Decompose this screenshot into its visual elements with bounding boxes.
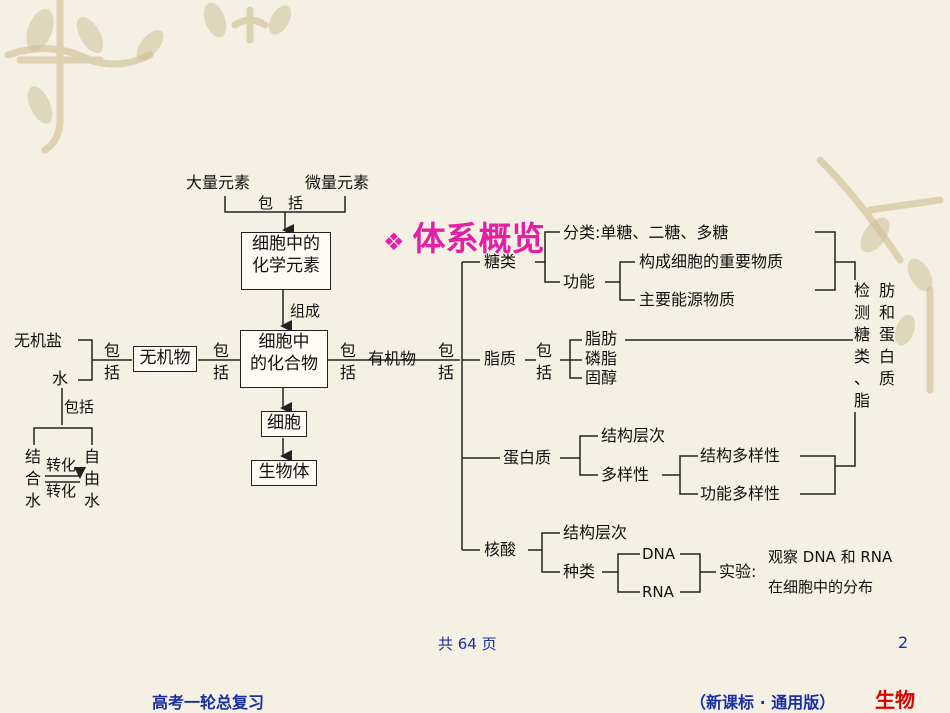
protein-structure-label: 结构层次 <box>601 426 666 445</box>
include-label-1: 包括 <box>103 340 121 384</box>
char: 、 <box>853 369 870 388</box>
page-number: 2 <box>898 633 909 652</box>
chemical-elements-box: 细胞中的 化学元素 <box>241 232 331 290</box>
protein-diversity-label: 多样性 <box>601 465 650 484</box>
nucleic-acid-label: 核酸 <box>484 540 517 559</box>
char: 水 <box>24 491 41 510</box>
lipid-item-sterol: 固醇 <box>585 368 618 387</box>
cell-box: 细胞 <box>261 411 307 437</box>
char: 蛋 <box>878 325 895 344</box>
char: 自 <box>83 447 100 466</box>
sugar-function-2: 主要能源物质 <box>639 290 736 309</box>
nucleic-structure-label: 结构层次 <box>563 523 628 542</box>
free-water-label: 自由水 <box>83 446 101 512</box>
box-line: 的化合物 <box>250 354 318 374</box>
sugar-label: 糖类 <box>484 252 517 271</box>
char: 括 <box>339 363 356 382</box>
char: 糖 <box>853 325 870 344</box>
char: 括 <box>437 363 454 382</box>
char: 包 <box>212 341 229 360</box>
char: 括 <box>103 363 120 382</box>
rna-label: RNA <box>642 583 674 601</box>
char: 包 <box>437 341 454 360</box>
sugar-function-1: 构成细胞的重要物质 <box>639 252 784 271</box>
experiment-text-2: 在细胞中的分布 <box>768 578 874 596</box>
char: 白 <box>878 347 895 366</box>
include-label-4: 包括 <box>437 340 455 384</box>
lipid-item-fat: 脂肪 <box>585 329 618 348</box>
char: 肪 <box>878 281 895 300</box>
box-line: 细胞中 <box>258 332 310 352</box>
detection-label-col1: 检测糖类、脂 <box>853 280 871 412</box>
char: 包 <box>339 341 356 360</box>
char: 类 <box>853 347 870 366</box>
detection-label-col2: 肪和蛋白质 <box>878 280 896 390</box>
compose-label: 组成 <box>290 302 321 320</box>
include-label-3: 包括 <box>339 340 357 384</box>
lipid-label: 脂质 <box>484 349 517 368</box>
experiment-text-1: 观察 DNA 和 RNA <box>768 548 893 566</box>
macro-elements-label: 大量元素 <box>186 173 251 192</box>
page-count: 共 64 页 <box>438 635 497 653</box>
page-title: ❖体系概览 <box>383 219 545 258</box>
sugar-function-label: 功能 <box>563 272 596 291</box>
organism-box: 生物体 <box>251 460 317 486</box>
char: 结 <box>24 447 41 466</box>
char: 质 <box>878 369 895 388</box>
char: 脂 <box>853 391 870 410</box>
diamond-bullet-icon: ❖ <box>383 228 405 256</box>
sugar-classes-label: 分类:单糖、二糖、多糖 <box>563 223 729 242</box>
convert-label-1: 转化 <box>46 456 77 474</box>
box-line: 化学元素 <box>252 256 320 276</box>
char: 包 <box>535 341 552 360</box>
nucleic-kinds-label: 种类 <box>563 562 596 581</box>
char: 水 <box>83 491 100 510</box>
footer-edition: （新课标 · 通用版） <box>690 693 836 712</box>
char: 和 <box>878 303 895 322</box>
experiment-label: 实验: <box>719 562 757 581</box>
lipid-item-phospholipid: 磷脂 <box>585 349 618 368</box>
compounds-box: 细胞中 的化合物 <box>240 330 328 388</box>
char: 括 <box>212 363 229 382</box>
char: 由 <box>83 469 100 488</box>
footer-subject: 生物 <box>875 688 915 712</box>
box-line: 细胞中的 <box>252 234 320 254</box>
dna-label: DNA <box>642 545 676 563</box>
convert-label-2: 转化 <box>46 482 77 500</box>
char: 括 <box>535 363 552 382</box>
inorganic-salt-label: 无机盐 <box>14 331 63 350</box>
inorganic-box: 无机物 <box>133 346 197 372</box>
bound-water-label: 结合水 <box>24 446 42 512</box>
include-label-top: 包 括 <box>258 194 304 212</box>
char: 合 <box>24 469 41 488</box>
char: 检 <box>853 281 870 300</box>
micro-elements-label: 微量元素 <box>305 173 370 192</box>
include-label-water: 包括 <box>64 398 95 416</box>
char: 包 <box>103 341 120 360</box>
char: 测 <box>853 303 870 322</box>
protein-label: 蛋白质 <box>503 448 552 467</box>
footer-course-title: 高考一轮总复习 <box>152 693 265 712</box>
water-label: 水 <box>52 369 69 388</box>
organic-label: 有机物 <box>368 349 417 368</box>
protein-diversity-1: 结构多样性 <box>700 446 781 465</box>
include-label-5: 包括 <box>535 340 553 384</box>
include-label-2: 包括 <box>212 340 230 384</box>
protein-diversity-2: 功能多样性 <box>700 484 781 503</box>
